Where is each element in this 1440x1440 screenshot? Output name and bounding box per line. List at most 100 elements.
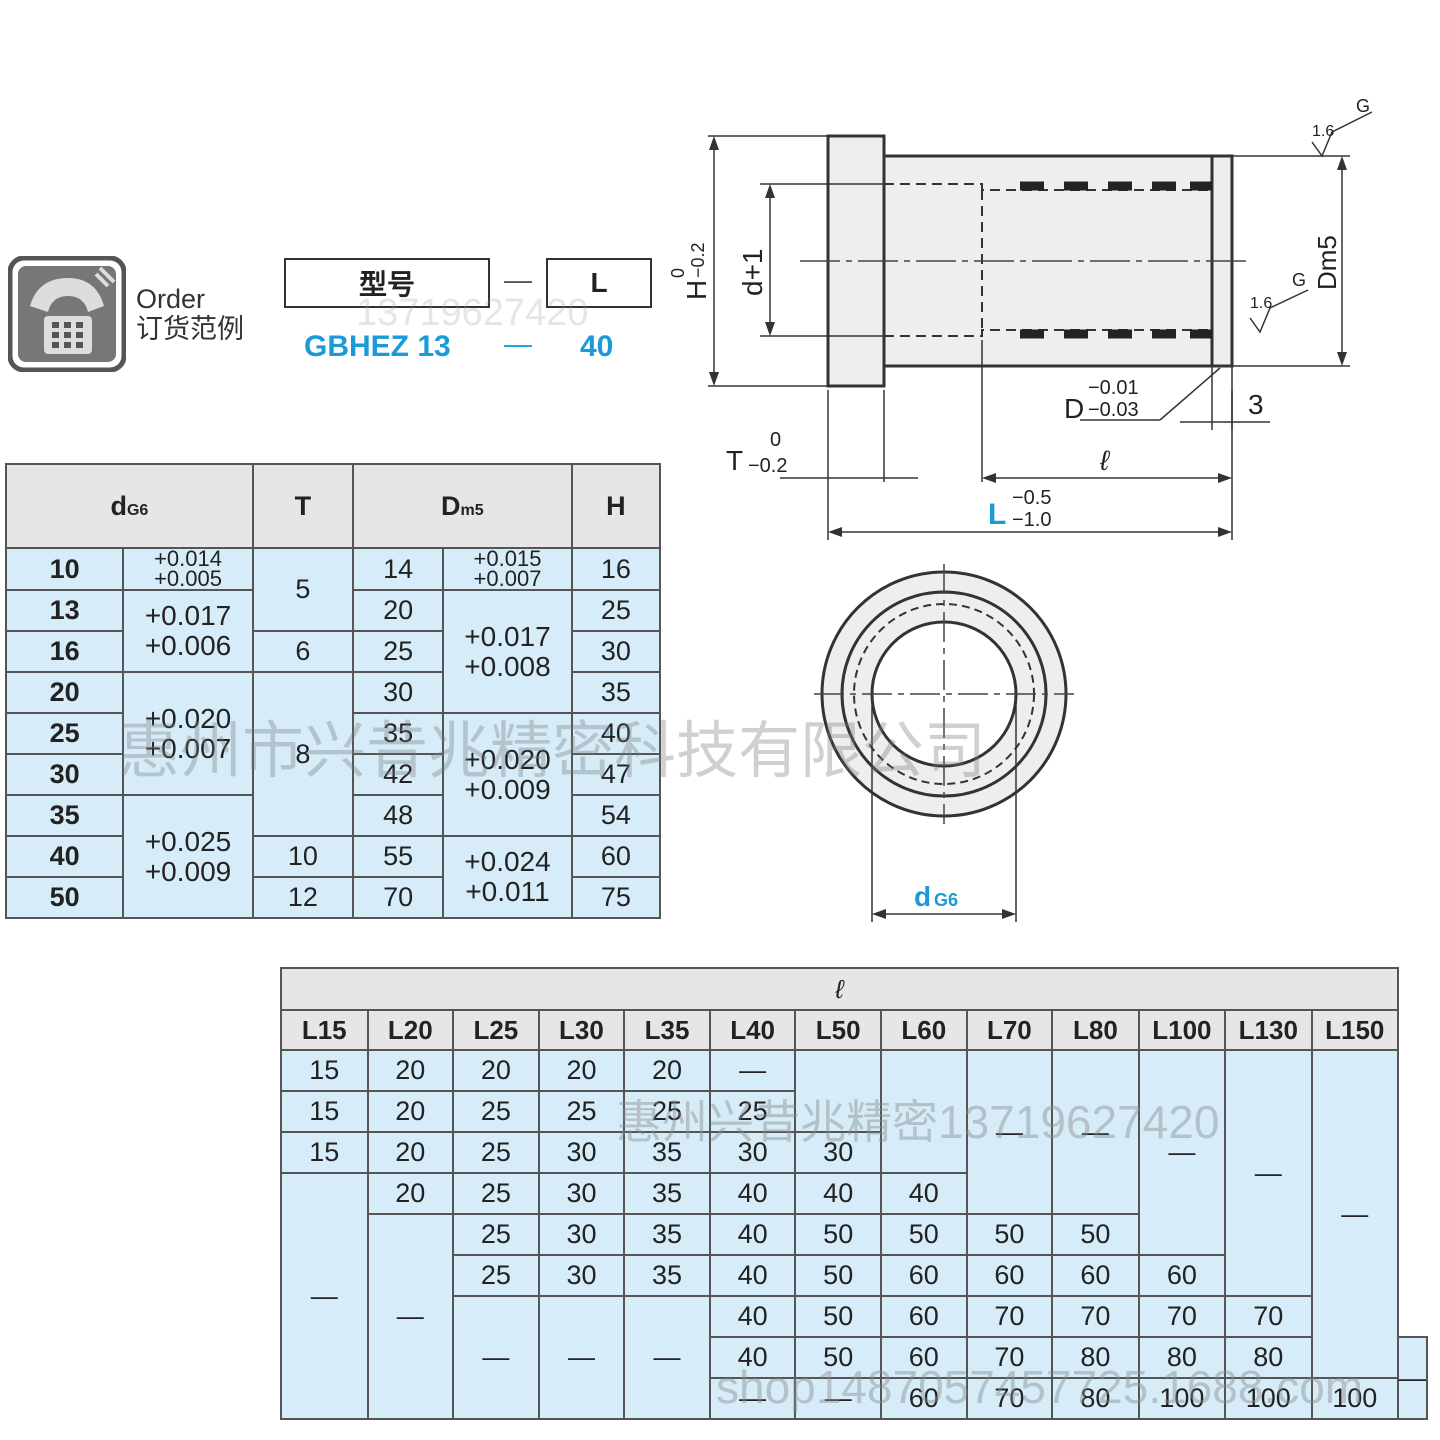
table-cell: 20 xyxy=(623,1049,711,1092)
table-cell: 70 xyxy=(965,1336,1054,1379)
table-cell: 50 xyxy=(1051,1213,1140,1256)
table-cell: +0.020+0.009 xyxy=(442,712,573,837)
col-header-h: H xyxy=(570,463,662,549)
model-header-box: 型号 xyxy=(284,258,490,308)
table-cell: 60 xyxy=(879,1254,968,1297)
roughness-2: 1.6 xyxy=(1250,295,1272,312)
table-cell: — xyxy=(1310,1049,1399,1379)
table-row: 25 35 +0.020+0.009 40 xyxy=(4,712,662,837)
table-cell: +0.024+0.011 xyxy=(442,835,573,919)
table-cell: 25 xyxy=(570,589,662,632)
table-cell: 25 xyxy=(452,1172,540,1215)
table-cell: 60 xyxy=(1051,1254,1140,1297)
order-dash-top: — xyxy=(504,264,532,295)
roughness-1: 1.6 xyxy=(1312,123,1334,140)
d-tol-lower: −0.03 xyxy=(1088,399,1139,421)
table-cell: 40 xyxy=(570,712,662,755)
table-cell: 15 xyxy=(280,1131,369,1174)
table-cell: 25 xyxy=(352,630,445,673)
table-cell: 25 xyxy=(537,1090,626,1133)
table-cell: 15 xyxy=(280,1090,369,1133)
table-row: 30 42 47 xyxy=(4,753,662,796)
table-cell: 30 xyxy=(794,1131,882,1174)
table-cell: 50 xyxy=(794,1336,882,1379)
order-dash-bottom: — xyxy=(504,328,532,359)
d-label: D xyxy=(1064,393,1084,424)
table-cell: 8 xyxy=(251,671,355,837)
table-cell: 60 xyxy=(879,1336,968,1379)
order-label-en: Order xyxy=(136,284,206,314)
col-header-t: T xyxy=(251,463,355,549)
table-cell: 70 xyxy=(1137,1295,1227,1338)
table-cell: 50 xyxy=(879,1213,968,1256)
model-value: GBHEZ 13 xyxy=(304,330,451,363)
table-cell: — xyxy=(366,1213,455,1420)
table-cell: 80 xyxy=(1137,1336,1227,1379)
table-cell: 13 xyxy=(4,589,125,632)
t-tol-lower: −0.2 xyxy=(748,455,787,477)
col-header-d: dG6 xyxy=(5,463,254,549)
table-cell: 40 xyxy=(4,835,125,878)
table-cell: 35 xyxy=(623,1213,711,1256)
watermark-phone: 惠州兴昔兆精密13719627420 xyxy=(616,1096,1220,1148)
table-cell: 25 xyxy=(4,712,125,755)
table-cell: — xyxy=(537,1295,626,1420)
d-tol-upper: −0.01 xyxy=(1088,377,1139,399)
table-cell: 30 xyxy=(537,1172,626,1215)
table-cell: 30 xyxy=(708,1131,797,1174)
table-cell: 70 xyxy=(1051,1295,1140,1338)
l-small-label: ℓ xyxy=(1099,445,1111,476)
table-cell: — xyxy=(1137,1049,1227,1256)
table-cell: — xyxy=(708,1377,797,1420)
l-label: L xyxy=(988,498,1006,531)
watermark-company: 惠州市兴昔兆精密科技有限公司 xyxy=(118,717,987,786)
h-label: H xyxy=(681,280,712,300)
table-cell: 40 xyxy=(794,1172,882,1215)
table-cell: 70 xyxy=(965,1295,1054,1338)
table-cell: 35 xyxy=(352,712,445,755)
table-cell: 80 xyxy=(1224,1336,1313,1379)
table-cell: — xyxy=(1397,1336,1428,1420)
table-cell: 25 xyxy=(452,1090,540,1133)
table-cell: 25 xyxy=(452,1254,540,1297)
table-cell: 40 xyxy=(708,1336,797,1379)
table-cell: 10 xyxy=(4,547,125,591)
three-label: 3 xyxy=(1248,389,1264,420)
table-cell: 20 xyxy=(4,671,125,714)
table-cell: 30 xyxy=(537,1254,626,1297)
table-cell: 80 xyxy=(1051,1377,1140,1420)
table-cell: 25 xyxy=(623,1090,711,1133)
table-cell: — xyxy=(1051,1049,1140,1215)
table-cell: 6 xyxy=(251,630,355,673)
table-cell: 100 xyxy=(1137,1377,1227,1420)
table-cell: 42 xyxy=(352,753,445,796)
table-cell: 25 xyxy=(452,1131,540,1174)
table-cell: 15 xyxy=(280,1049,369,1092)
table-cell: 50 xyxy=(965,1213,1054,1256)
table-row: 13 +0.017+0.006 20 +0.017+0.008 25 xyxy=(4,589,662,714)
table-cell: 50 xyxy=(794,1295,882,1338)
h-tol-lower: −0.2 xyxy=(688,242,708,278)
order-label-cn: 订货范例 xyxy=(136,314,244,344)
table-cell: 14 xyxy=(352,547,445,591)
table-cell: 30 xyxy=(4,753,125,796)
table-cell: 54 xyxy=(570,794,662,837)
table-cell: — xyxy=(1224,1049,1313,1297)
table-cell: 20 xyxy=(452,1049,540,1092)
table-cell: 50 xyxy=(4,876,125,919)
table-cell: 20 xyxy=(366,1172,455,1215)
table-cell: 100 xyxy=(1310,1377,1399,1420)
table-cell: — xyxy=(623,1295,711,1420)
t-tol-upper: 0 xyxy=(770,429,781,451)
table-cell: 40 xyxy=(879,1172,968,1215)
table-cell: 25 xyxy=(708,1090,797,1133)
table-cell: — xyxy=(452,1295,540,1420)
table-cell: 80 xyxy=(1051,1336,1140,1379)
